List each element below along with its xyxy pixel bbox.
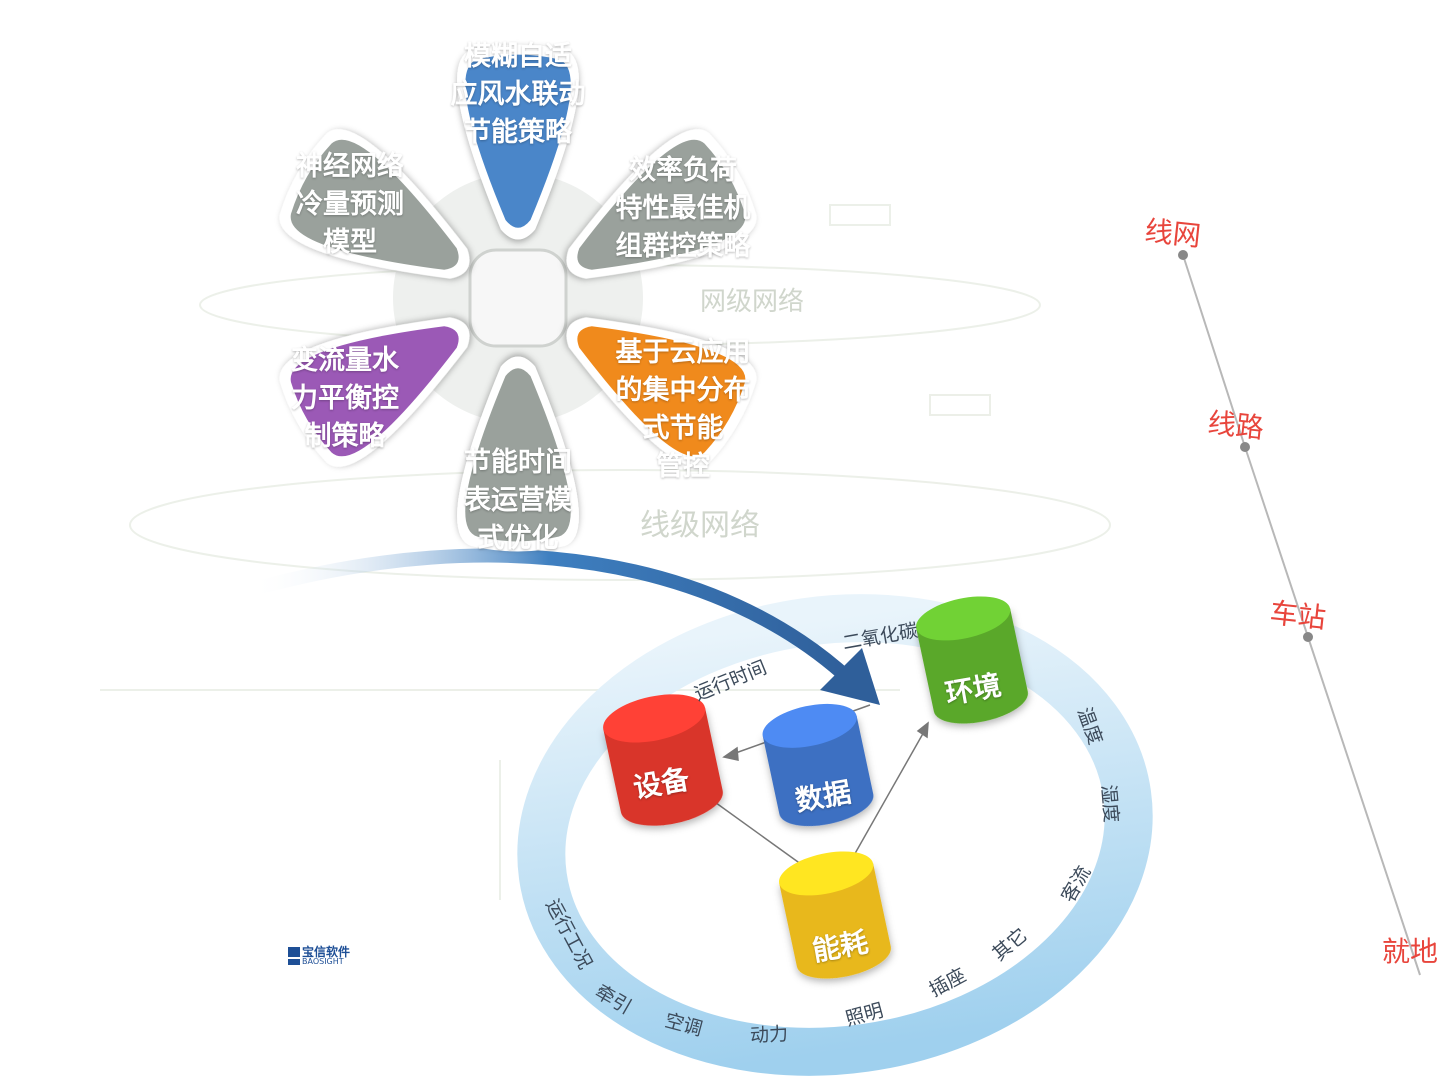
petal-bottom xyxy=(465,368,571,542)
ring-label-power: 动力 xyxy=(749,1023,789,1047)
cylinder-energy xyxy=(779,851,891,979)
baosight-logo-mark xyxy=(288,947,300,965)
logo-chinese: 宝信软件 xyxy=(302,945,351,959)
flow-arrowhead xyxy=(820,648,880,705)
petal-top xyxy=(465,54,571,228)
petal-upper-right xyxy=(577,139,746,270)
watermark-network: 网级网络 xyxy=(700,287,804,317)
level-label-local: 就地 xyxy=(1382,935,1439,968)
hierarchy-line xyxy=(1178,250,1421,976)
data-ring xyxy=(517,594,1153,1076)
watermark-line: 线级网络 xyxy=(640,508,760,543)
petal-label-upper-right: 效率负荷 特性最佳机 组群控策略 xyxy=(615,155,751,262)
cylinder-equipment xyxy=(603,694,723,826)
data-cylinders xyxy=(603,596,1028,979)
baosight-logo: 宝信软件 BAOSIGHT xyxy=(286,944,356,970)
level-label-station: 车站 xyxy=(1268,596,1328,635)
petal-label-lower-right: 基于云应用 的集中分布 式节能 管控 xyxy=(615,337,751,482)
level-dot-station xyxy=(1303,632,1313,642)
flow-arrow xyxy=(243,548,857,687)
flower-hub xyxy=(468,248,568,348)
level-dot-line xyxy=(1240,442,1250,452)
logo-english: BAOSIGHT xyxy=(302,957,344,966)
ring-label-humidity: 湿度 xyxy=(1096,783,1123,824)
cylinder-environment xyxy=(916,596,1028,724)
petal-label-bottom: 节能时间 表运营模 式优化 xyxy=(464,447,572,554)
level-dot-network xyxy=(1178,250,1188,260)
level-label-network: 线网 xyxy=(1143,214,1203,253)
petal-label-upper-left: 神经网络 冷量预测 模型 xyxy=(296,151,404,258)
level-label-line: 线路 xyxy=(1206,406,1266,445)
petal-upper-left xyxy=(290,139,459,270)
cylinder-data xyxy=(762,703,874,827)
petal-label-lower-left: 变流量水 力平衡控 制策略 xyxy=(291,345,399,452)
petal-label-top: 模糊自适 应风水联动 节能策略 xyxy=(450,41,586,148)
petal-lower-left xyxy=(290,326,459,457)
petal-lower-right xyxy=(577,326,746,457)
strategy-flower xyxy=(279,44,757,552)
